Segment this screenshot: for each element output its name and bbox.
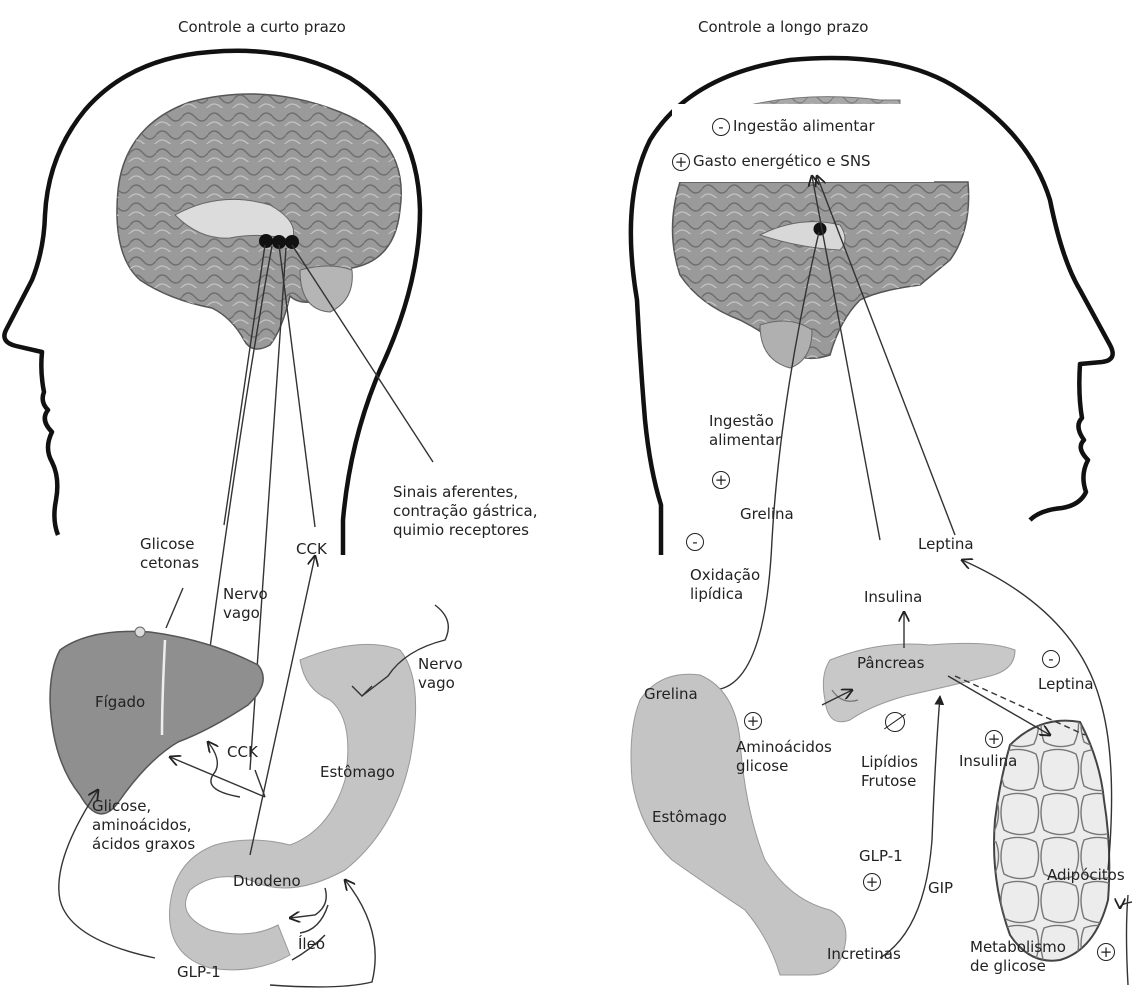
label-lipidios: Lipídios Frutose	[861, 753, 918, 791]
label-estomago-left: Estômago	[320, 763, 395, 782]
label-line: Oxidação	[690, 566, 760, 585]
label-line: vago	[418, 674, 463, 693]
label-line: de glicose	[970, 957, 1066, 976]
label-gip: GIP	[928, 879, 953, 898]
label-line: Aminoácidos	[736, 738, 832, 757]
label-cck-mid: CCK	[227, 743, 258, 762]
label-duodeno: Duodeno	[233, 872, 301, 891]
no-effect-symbol	[885, 712, 905, 732]
label-ingestao-top: Ingestão alimentar	[733, 117, 875, 136]
label-metabolismo: Metabolismo de glicose	[970, 938, 1066, 976]
minus-symbol: -	[1042, 650, 1060, 668]
label-line: Nervo	[223, 585, 268, 604]
label-gasto-energetico: Gasto energético e SNS	[693, 152, 871, 171]
plus-symbol: +	[1097, 943, 1115, 961]
label-line: Ingestão	[709, 412, 781, 431]
plus-symbol: +	[744, 712, 762, 730]
label-line: lipídica	[690, 585, 760, 604]
label-sinais-aferentes: Sinais aferentes, contração gástrica, qu…	[393, 483, 538, 540]
liver	[50, 627, 263, 814]
label-line: Glicose	[140, 535, 199, 554]
label-nutrientes: Glicose, aminoácidos, ácidos graxos	[92, 797, 195, 854]
label-grelina-up: Grelina	[740, 505, 794, 524]
label-incretinas: Incretinas	[827, 945, 901, 964]
label-cck-top: CCK	[296, 540, 327, 559]
right-panel-title: Controle a longo prazo	[698, 18, 868, 37]
label-figado: Fígado	[95, 693, 145, 712]
label-estomago-right: Estômago	[652, 808, 727, 827]
label-line: cetonas	[140, 554, 199, 573]
label-grelina-side: Grelina	[644, 685, 698, 704]
plus-symbol: +	[672, 153, 690, 171]
label-adipocitos: Adipócitos	[1047, 866, 1125, 885]
label-line: alimentar	[709, 431, 781, 450]
minus-symbol: -	[686, 533, 704, 551]
label-line: glicose	[736, 757, 832, 776]
left-panel-title: Controle a curto prazo	[178, 18, 346, 37]
label-ingestao-mid: Ingestão alimentar	[709, 412, 781, 450]
label-glp1-left: GLP-1	[177, 963, 221, 982]
label-line: Metabolismo	[970, 938, 1066, 957]
label-insulina-mid: Insulina	[959, 752, 1017, 771]
label-oxidacao: Oxidação lipídica	[690, 566, 760, 604]
label-pancreas: Pâncreas	[857, 654, 924, 673]
label-nervo-vago-2: Nervo vago	[418, 655, 463, 693]
right-hypothalamus-dot	[814, 223, 827, 236]
label-glicose-cetonas: Glicose cetonas	[140, 535, 199, 573]
label-leptina-top: Leptina	[918, 535, 974, 554]
label-glp1-right: GLP-1	[859, 847, 903, 866]
label-insulina-top: Insulina	[864, 588, 922, 607]
label-line: ácidos graxos	[92, 835, 195, 854]
label-leptina-mid: Leptina	[1038, 675, 1094, 694]
label-line: Lipídios	[861, 753, 918, 772]
plus-symbol: +	[712, 471, 730, 489]
label-line: Frutose	[861, 772, 918, 791]
label-line: quimio receptores	[393, 521, 538, 540]
label-line: aminoácidos,	[92, 816, 195, 835]
plus-symbol: +	[863, 873, 881, 891]
label-line: Nervo	[418, 655, 463, 674]
label-line: Glicose,	[92, 797, 195, 816]
label-line: vago	[223, 604, 268, 623]
label-aminoacidos: Aminoácidos glicose	[736, 738, 832, 776]
left-brain	[117, 94, 401, 349]
plus-symbol: +	[985, 730, 1003, 748]
label-nervo-vago-1: Nervo vago	[223, 585, 268, 623]
minus-symbol: -	[712, 118, 730, 136]
label-line: contração gástrica,	[393, 502, 538, 521]
label-line: Sinais aferentes,	[393, 483, 538, 502]
label-ileo: Íleo	[298, 935, 325, 954]
